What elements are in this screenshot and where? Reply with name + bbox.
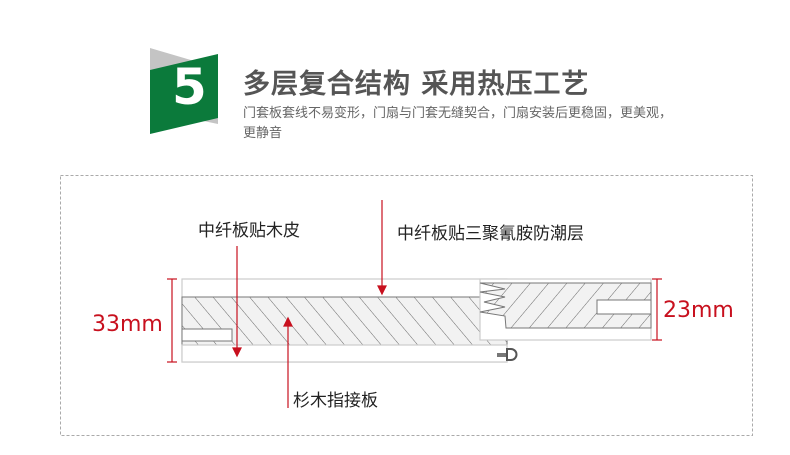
section-title: 多层复合结构 采用热压工艺 [243, 69, 590, 100]
dimension-left: 33mm [92, 312, 163, 337]
diagram-frame [60, 175, 753, 436]
step-number: 5 [172, 58, 207, 116]
screw-icon [497, 348, 518, 361]
door-leaf-board [479, 278, 652, 341]
label-veneer: 中纤板贴木皮 [198, 221, 300, 241]
dimension-right: 23mm [663, 298, 734, 323]
callout-arrows [167, 200, 662, 408]
section-description: 门套板套线不易变形，门扇与门套无缝契合，门扇安装后更稳固，更美观，更静音 [243, 106, 673, 141]
label-melamine: 中纤板贴三聚氰胺防潮层 [397, 224, 584, 244]
label-core: 杉木指接板 [293, 391, 378, 411]
step-badge [150, 48, 218, 134]
door-frame-board [181, 278, 508, 363]
